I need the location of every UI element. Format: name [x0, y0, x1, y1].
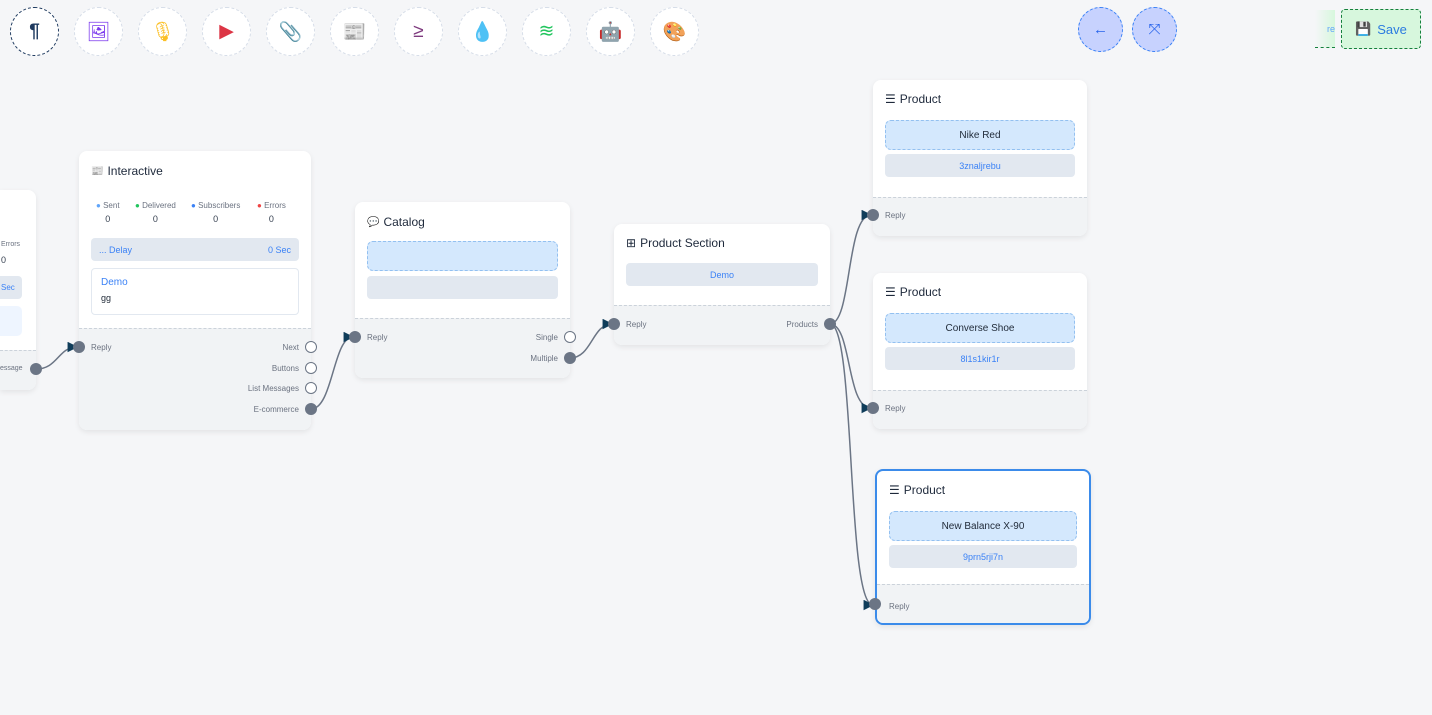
input-handle[interactable]	[867, 209, 879, 221]
tool-button[interactable]: 🤖	[586, 7, 635, 56]
tool-button[interactable]: ¶	[10, 7, 59, 56]
floppy-disk-icon: 💾	[1355, 21, 1372, 36]
tool-button[interactable]: 📎	[266, 7, 315, 56]
partial-button[interactable]: re	[1315, 10, 1335, 48]
input-handle[interactable]	[608, 318, 620, 330]
paragraph-icon: ¶	[29, 20, 40, 42]
bars-icon: ☰	[889, 483, 900, 497]
youtube-icon: ▶	[219, 21, 234, 42]
bars-icon: ☰	[885, 92, 896, 106]
newspaper-icon: 📰	[91, 165, 104, 177]
paperclip-icon: 📎	[278, 21, 303, 43]
product-section-node[interactable]: ⊞Product Section Demo Reply Products	[614, 224, 830, 345]
node-footer	[873, 197, 1087, 236]
output-handle-ecommerce[interactable]	[305, 403, 317, 415]
tool-button[interactable]: ≋	[522, 7, 571, 56]
node-footer	[877, 584, 1089, 623]
catalog-item[interactable]	[367, 241, 558, 271]
edge[interactable]	[35, 341, 79, 370]
edge[interactable]	[829, 209, 873, 325]
message-box[interactable]	[0, 306, 22, 336]
droplet-icon: 💧	[470, 21, 495, 43]
comment-icon: 💬	[367, 216, 380, 228]
node-footer	[79, 328, 311, 430]
output-handle-next[interactable]	[305, 341, 317, 353]
input-handle[interactable]	[867, 402, 879, 414]
input-handle[interactable]	[349, 331, 361, 343]
edge[interactable]	[829, 323, 873, 414]
table-icon: ⊞	[626, 236, 637, 250]
node-footer	[873, 390, 1087, 429]
tool-button[interactable]: 🎨	[650, 7, 699, 56]
delay-bar[interactable]: Sec	[0, 276, 22, 299]
image-icon: 🖼	[86, 21, 111, 43]
product-id[interactable]: 3znaljrebu	[885, 154, 1075, 177]
paper-plane-icon: ●	[96, 201, 101, 210]
bars-icon: ☰	[885, 285, 896, 299]
output-handle-single[interactable]	[564, 331, 576, 343]
stack-icon: ≋	[538, 21, 555, 42]
output-handle-buttons[interactable]	[305, 362, 317, 374]
newspaper-icon: 📰	[342, 21, 367, 43]
collapse-button[interactable]: ⤧	[1132, 7, 1177, 52]
output-handle-multiple[interactable]	[564, 352, 576, 364]
node-footer	[355, 318, 570, 378]
palette-icon: 🎨	[662, 21, 687, 43]
input-handle[interactable]	[869, 598, 881, 610]
compress-icon: ⤧	[1148, 21, 1161, 38]
product-name[interactable]: New Balance X-90	[889, 511, 1077, 541]
partial-node[interactable]: Errors 0 Sec essage	[0, 190, 42, 390]
product-name[interactable]: Converse Shoe	[885, 313, 1075, 343]
robot-icon: 🤖	[598, 21, 623, 43]
catalog-node[interactable]: 💬Catalog Reply Single Multiple	[355, 202, 570, 378]
tool-button[interactable]: 🎙	[138, 7, 187, 56]
edge[interactable]	[829, 323, 875, 611]
output-handle[interactable]	[30, 363, 42, 375]
product-id[interactable]: 8l1s1kir1r	[885, 347, 1075, 370]
greater-equal-icon: ≥	[413, 20, 424, 42]
input-handle[interactable]	[73, 341, 85, 353]
node-footer	[614, 305, 830, 345]
catalog-item-id[interactable]	[367, 276, 558, 299]
section-item[interactable]: Demo	[626, 263, 818, 286]
check-circle-icon: ●	[135, 201, 140, 210]
tool-button[interactable]: 🖼	[74, 7, 123, 56]
back-button[interactable]: ←	[1078, 7, 1123, 52]
output-handle-products[interactable]	[824, 318, 836, 330]
tool-button[interactable]: 📰	[330, 7, 379, 56]
product-name[interactable]: Nike Red	[885, 120, 1075, 150]
output-handle-list-messages[interactable]	[305, 382, 317, 394]
tool-button[interactable]: ▶	[202, 7, 251, 56]
save-button[interactable]: 💾Save	[1341, 9, 1421, 49]
edge[interactable]	[569, 318, 614, 359]
arrow-left-icon: ←	[1093, 21, 1108, 38]
bug-icon: ●	[257, 201, 262, 210]
edge[interactable]	[310, 331, 355, 410]
tool-button[interactable]: ≥	[394, 7, 443, 56]
user-circle-icon: ●	[191, 201, 196, 210]
microphone-icon: 🎙	[150, 21, 175, 43]
product-id[interactable]: 9prn5rji7n	[889, 545, 1077, 568]
tool-button[interactable]: 💧	[458, 7, 507, 56]
